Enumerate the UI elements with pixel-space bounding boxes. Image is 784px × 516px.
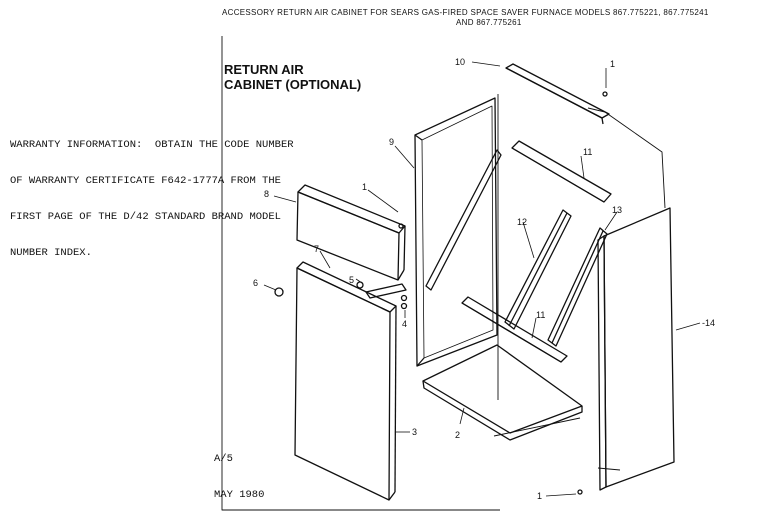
warranty-line-1: WARRANTY INFORMATION: OBTAIN THE CODE NU… (10, 139, 294, 151)
cabinet-outline (221, 36, 666, 511)
callout-6: 6 (253, 278, 258, 288)
part-11-crossbar-bottom (461, 296, 568, 363)
part-9-brace (425, 149, 502, 291)
callout-1-bottom: 1 (537, 491, 542, 501)
leader-lines (263, 61, 701, 497)
diagram-title: RETURN AIR CABINET (OPTIONAL) (224, 62, 361, 92)
callout-11-top: 11 (583, 147, 592, 157)
callout-12: 12 (517, 217, 527, 227)
part-2-bottom-tray (422, 344, 583, 441)
title-line-2: CABINET (OPTIONAL) (224, 77, 362, 92)
callout-5: 5 (349, 275, 354, 285)
callout-7: 7 (314, 244, 319, 254)
part-14-side-panel (597, 207, 675, 491)
warranty-line-2: OF WARRANTY CERTIFICATE F642-1777A FROM … (10, 175, 281, 187)
part-9-side-panel (414, 97, 498, 367)
callout-3: 3 (412, 427, 417, 437)
callout-2: 2 (455, 430, 460, 440)
header-line-2: AND 867.775261 (456, 18, 522, 27)
revision-code: A/5 (214, 453, 233, 465)
callout-10: 10 (455, 57, 465, 67)
part-13-brace (547, 227, 608, 347)
callout-labels: 10 1 9 11 8 1 13 12 7 5 6 4 11 -14 3 2 1 (253, 57, 715, 501)
title-line-1: RETURN AIR (224, 62, 304, 77)
callout-1-top: 1 (610, 59, 615, 69)
hardware-parts (274, 91, 608, 495)
callout-1-left: 1 (362, 182, 367, 192)
callout-14: -14 (702, 318, 715, 328)
part-10-top-rail (505, 63, 610, 125)
part-11-crossbar-top (511, 140, 612, 203)
callout-8: 8 (264, 189, 269, 199)
revision-date: A/5 MAY 1980 (214, 429, 264, 513)
part-12-brace (504, 209, 572, 330)
revision-month-year: MAY 1980 (214, 489, 265, 501)
warranty-line-4: NUMBER INDEX. (10, 247, 92, 259)
callout-9: 9 (389, 137, 394, 147)
callout-11-mid: 11 (536, 310, 545, 320)
warranty-line-3: FIRST PAGE OF THE D/42 STANDARD BRAND MO… (10, 211, 281, 223)
part-3-front-panel (294, 261, 397, 501)
diagram-header: ACCESSORY RETURN AIR CABINET FOR SEARS G… (222, 8, 782, 28)
callout-13: 13 (612, 205, 622, 215)
callout-4: 4 (402, 319, 407, 329)
part-8-filter-door (296, 184, 406, 281)
header-line-1: ACCESSORY RETURN AIR CABINET FOR SEARS G… (222, 8, 709, 17)
warranty-note: WARRANTY INFORMATION: OBTAIN THE CODE NU… (10, 115, 294, 271)
